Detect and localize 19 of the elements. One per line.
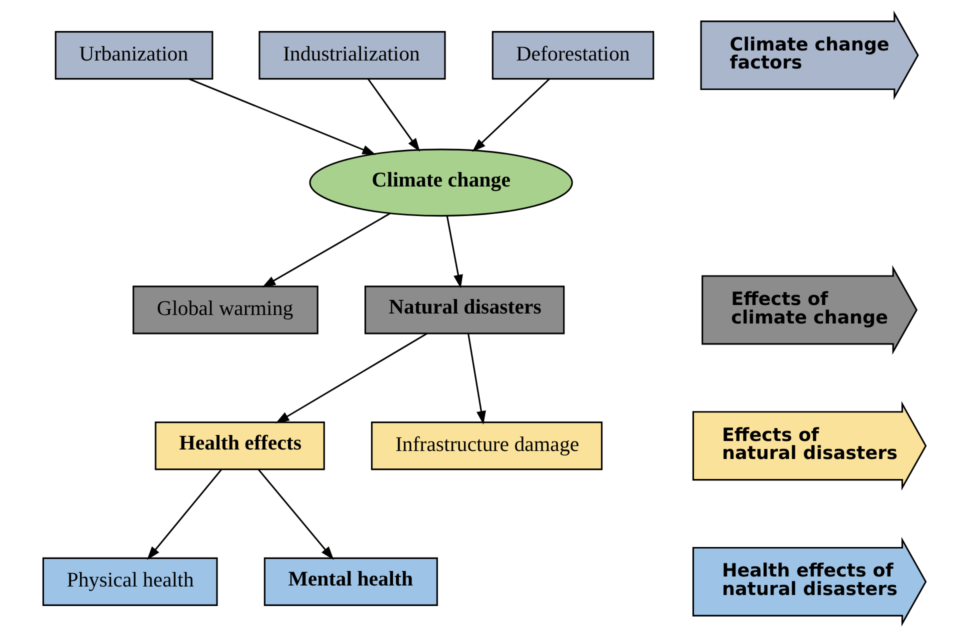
node-ellipse: Climate change	[308, 148, 572, 217]
node-box: Deforestation	[491, 31, 654, 80]
arrow	[258, 469, 334, 560]
arrow	[146, 469, 222, 560]
node-box: Global warming	[132, 286, 318, 334]
arrow	[188, 78, 376, 155]
arrow	[472, 78, 550, 152]
arrow	[467, 334, 486, 425]
node-box: Urbanization	[54, 31, 213, 80]
node-box: Health effects	[154, 422, 324, 470]
node-box: Natural disasters	[364, 286, 564, 334]
node-box: Mental health	[263, 557, 438, 606]
arrow	[366, 78, 420, 152]
node-box: Infrastructure damage	[370, 422, 602, 470]
arrow	[275, 332, 427, 424]
arrow	[446, 216, 462, 288]
node-box: Physical health	[42, 557, 218, 606]
arrow	[262, 212, 390, 288]
node-box: Industrialization	[258, 31, 446, 80]
